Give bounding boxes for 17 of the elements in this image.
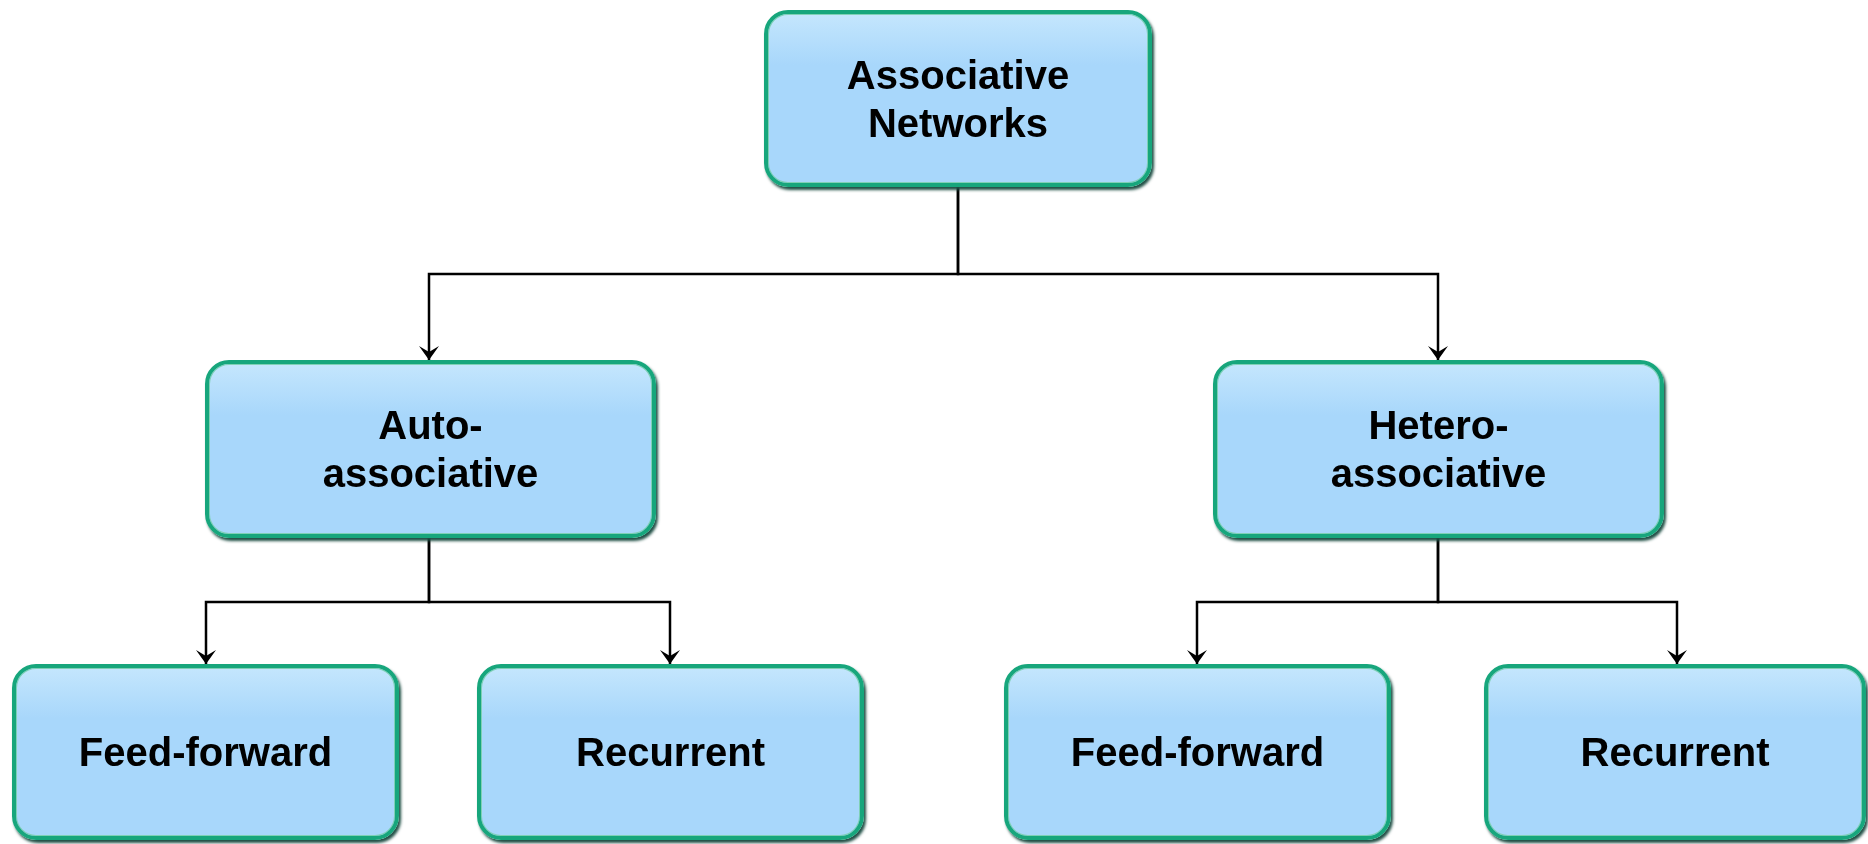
arrow: [1436, 538, 1687, 664]
category-box: [205, 360, 656, 538]
box-label: Associative Networks: [845, 51, 1071, 147]
category-box: [477, 664, 864, 840]
box-label: Recurrent: [1580, 729, 1770, 776]
arrow: [956, 187, 1448, 360]
category-box: [12, 664, 399, 840]
arrow: [427, 538, 680, 664]
box-label: Hetero-associative: [1329, 402, 1548, 497]
box-label: Auto-associative: [321, 402, 540, 497]
box-label: Recurrent: [576, 729, 765, 776]
box-label: Feed-forward: [1070, 729, 1325, 776]
category-box: [1484, 664, 1866, 840]
box-label: Feed-forward: [78, 729, 333, 776]
category-box: [764, 10, 1152, 187]
category-box: [1213, 360, 1664, 538]
category-box: [1004, 664, 1391, 840]
